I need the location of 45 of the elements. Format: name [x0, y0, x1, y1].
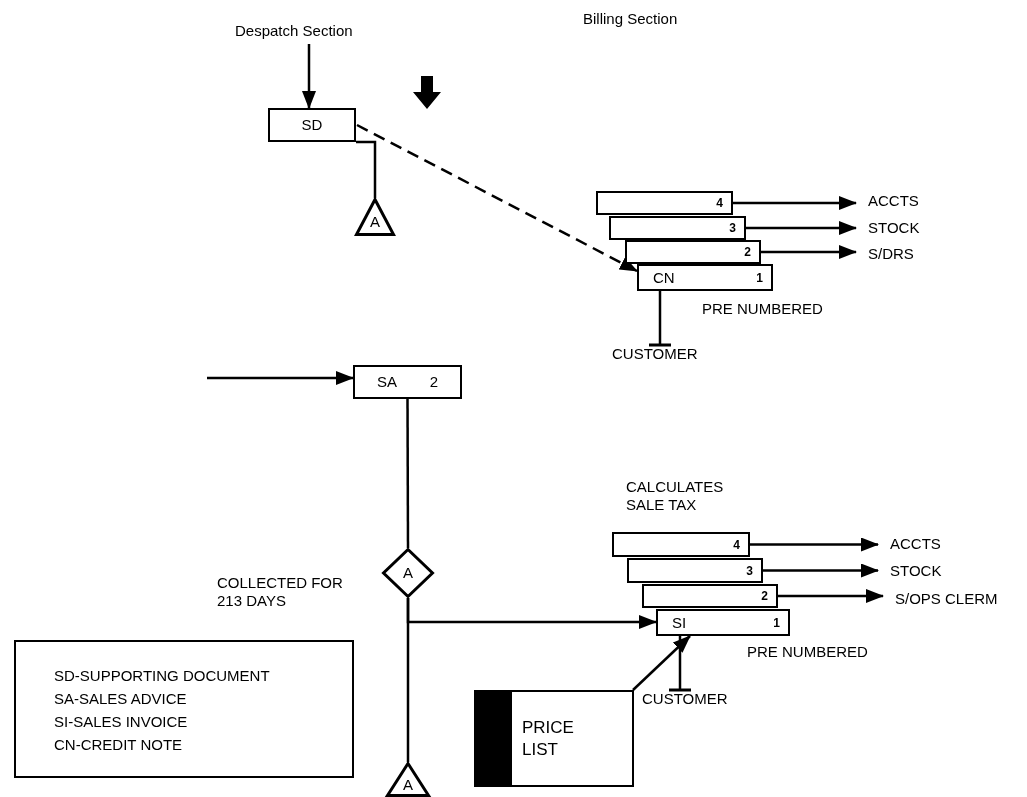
destination-label: S/DRS [868, 245, 914, 262]
connector-letter: A [403, 775, 413, 794]
arrow [750, 537, 879, 552]
document-copy-box: 4 [596, 191, 733, 215]
destination-label: ACCTS [890, 535, 941, 552]
annotation: PRE NUMBERED [702, 300, 824, 318]
connector-letter: A [403, 564, 413, 582]
document-box: SA 2 [353, 365, 462, 399]
document-copy-box: 2 [625, 240, 761, 264]
section-heading: Despatch Section [235, 22, 353, 39]
document-copy-box: 3 [609, 216, 746, 240]
arrow [763, 563, 879, 578]
destination-label: CUSTOMER [642, 690, 728, 707]
dashed-arrow [356, 123, 638, 273]
connector-line [406, 399, 410, 548]
annotation: CALCULATES SALE TAX [626, 478, 725, 514]
terminated-line [647, 291, 673, 347]
connector-line [356, 140, 377, 198]
annotation: PRE NUMBERED [747, 643, 869, 661]
key-entry: SI-SALES INVOICE [54, 712, 189, 732]
arrow [406, 598, 657, 629]
key-entry: CN-CREDIT NOTE [54, 735, 184, 755]
key-box [14, 640, 354, 778]
arrow [778, 589, 884, 603]
arrow [733, 196, 857, 210]
document-copy-box: 3 [627, 558, 763, 583]
destination-label: STOCK [868, 219, 920, 236]
destination-label: S/OPS CLERM [895, 590, 998, 607]
file-box [474, 690, 634, 787]
key-entry: SD-SUPPORTING DOCUMENT [54, 666, 271, 686]
section-heading: Billing Section [583, 10, 678, 27]
arrow [746, 221, 857, 235]
key-entry: SA-SALES ADVICE [54, 689, 188, 709]
arrow [761, 245, 857, 259]
annotation: COLLECTED FOR 213 DAYS [217, 574, 344, 610]
destination-label: ACCTS [868, 192, 919, 209]
file-label: PRICE LIST [522, 716, 575, 761]
arrow [207, 371, 354, 385]
arrow [632, 635, 691, 691]
destination-label: CUSTOMER [612, 345, 698, 362]
connector-letter: A [370, 213, 380, 231]
document-copy-box: 2 [642, 584, 778, 608]
destination-label: STOCK [890, 562, 942, 579]
arrow [302, 44, 316, 109]
document-box: SD [268, 108, 356, 142]
